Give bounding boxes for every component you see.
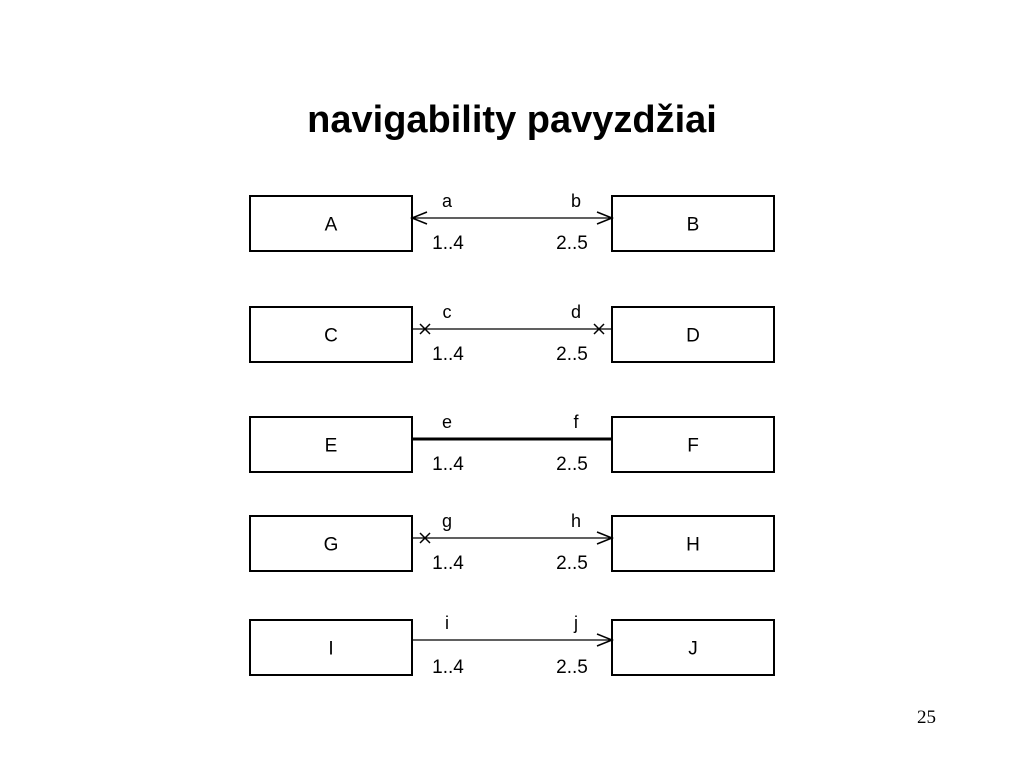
class-box [611,515,775,572]
class-name: A [325,215,338,236]
class-box [249,619,413,676]
association-row: E Fe f 1..4 2..5 [249,412,775,475]
class-name: D [686,326,700,347]
class-box [249,306,413,363]
multiplicity-label: 2..5 [556,657,588,678]
role-name: f [573,412,579,432]
role-name: b [571,191,581,211]
navigable-arrow [409,211,428,225]
multiplicity-label: 1..4 [432,553,464,574]
association-row: A Ba b 1..4 2..5 [249,191,775,254]
navigable-arrow [596,531,615,545]
class-box [611,306,775,363]
multiplicity-label: 1..4 [432,233,464,254]
class-name: E [325,436,338,457]
class-name: F [687,436,699,457]
multiplicity-label: 2..5 [556,233,588,254]
role-name: a [442,191,453,211]
multiplicity-label: 1..4 [432,657,464,678]
association-row: G Hg h 1..4 2..5 [249,511,775,574]
multiplicity-label: 2..5 [556,553,588,574]
page-number: 25 [917,707,936,728]
navigable-arrow [596,211,615,225]
role-name: e [442,412,452,432]
navigable-arrow [596,633,615,647]
non-navigable-cross [419,532,431,544]
class-name: C [324,326,338,347]
class-box [611,195,775,252]
association-row: I Ji j 1..4 2..5 [249,613,775,678]
class-name: J [688,639,698,660]
association-row: C Dc d 1..4 2..5 [249,302,775,365]
multiplicity-label: 1..4 [432,454,464,475]
class-box [611,416,775,473]
class-box [249,416,413,473]
role-name: h [571,511,581,531]
class-box [249,515,413,572]
role-name: g [442,511,452,531]
role-name: i [445,613,449,633]
slide-title: navigability pavyzdžiai [307,99,717,141]
class-box [611,619,775,676]
role-name: c [443,302,452,322]
class-name: H [686,535,700,556]
role-name: j [573,613,578,633]
non-navigable-cross [593,323,605,335]
multiplicity-label: 2..5 [556,344,588,365]
role-name: d [571,302,581,322]
class-name: B [687,215,700,236]
non-navigable-cross [419,323,431,335]
multiplicity-label: 2..5 [556,454,588,475]
class-name: G [324,535,339,556]
class-box [249,195,413,252]
class-name: I [328,639,333,660]
multiplicity-label: 1..4 [432,344,464,365]
